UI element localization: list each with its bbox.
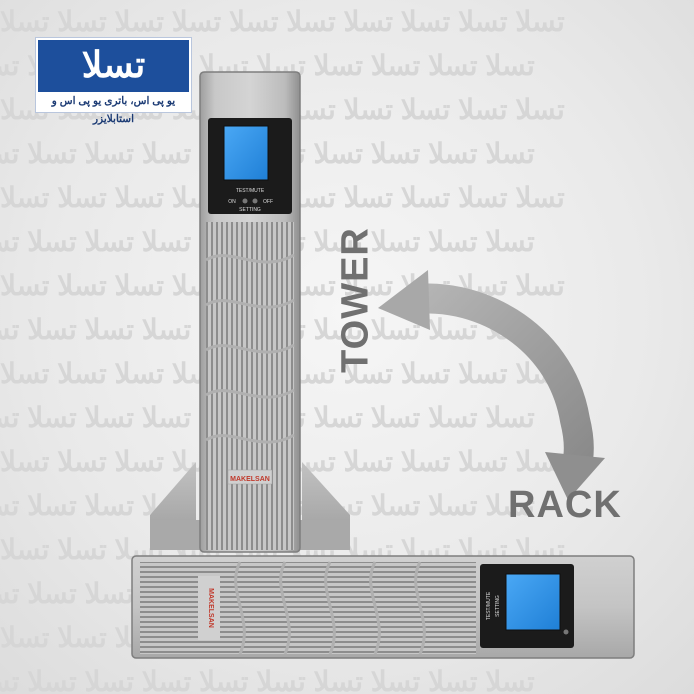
logo-wordmark: تسلا — [81, 44, 146, 85]
tower-button-left[interactable] — [242, 198, 248, 204]
tower-brand-label: MAKELSAN — [230, 476, 270, 483]
arrow-head-up — [378, 270, 430, 330]
tower-panel-setting-label: SETTING — [239, 207, 261, 213]
tower-stand — [150, 462, 350, 550]
rotation-arrow — [378, 270, 605, 500]
rack-button[interactable] — [563, 629, 569, 635]
tower-orientation-label: TOWER — [334, 227, 377, 373]
tower-vent-grille — [206, 222, 294, 550]
tower-panel-on-label: ON — [228, 199, 236, 205]
rack-vent-grille — [140, 562, 476, 654]
tesla-logo: تسلا یو پی اس، باتری یو پی اس و استابلای… — [36, 38, 191, 125]
rack-panel-setting-label: SETTING — [495, 595, 501, 617]
rack-lcd-screen — [505, 573, 561, 631]
tower-panel-top-label: TEST/MUTE — [236, 188, 265, 194]
tower-button-right[interactable] — [252, 198, 258, 204]
rack-orientation-label: RACK — [508, 484, 622, 526]
arrow-head-down — [545, 452, 605, 500]
rack-brand-label: MAKELSAN — [207, 588, 214, 628]
rack-ups: MAKELSAN TEST/MUTE SETTING — [131, 555, 635, 659]
tower-panel-off-label: OFF — [263, 199, 273, 205]
rack-panel-top-label: TEST/MUTE — [486, 591, 492, 620]
tower-lcd-screen — [223, 125, 269, 181]
logo-tagline: یو پی اس، باتری یو پی اس و استابلایزر — [38, 92, 189, 125]
tower-ups: TEST/MUTE ON OFF SETTING MAKELSAN — [199, 71, 301, 553]
